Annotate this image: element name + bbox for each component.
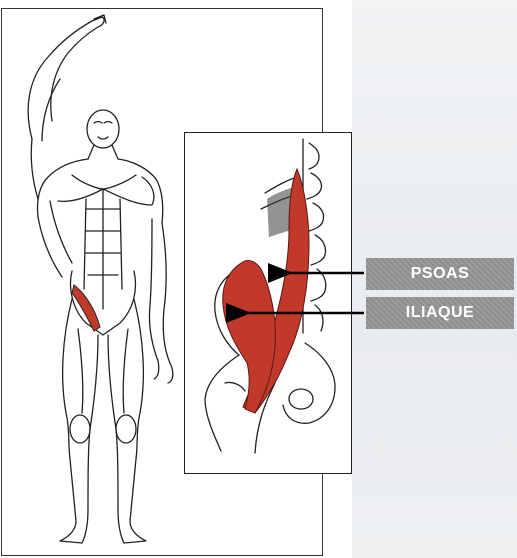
iliaque-label-text: ILIAQUE bbox=[406, 304, 474, 322]
iliaque-label: ILIAQUE bbox=[366, 297, 514, 329]
psoas-label-text: PSOAS bbox=[411, 265, 470, 283]
psoas-label: PSOAS bbox=[366, 258, 514, 290]
